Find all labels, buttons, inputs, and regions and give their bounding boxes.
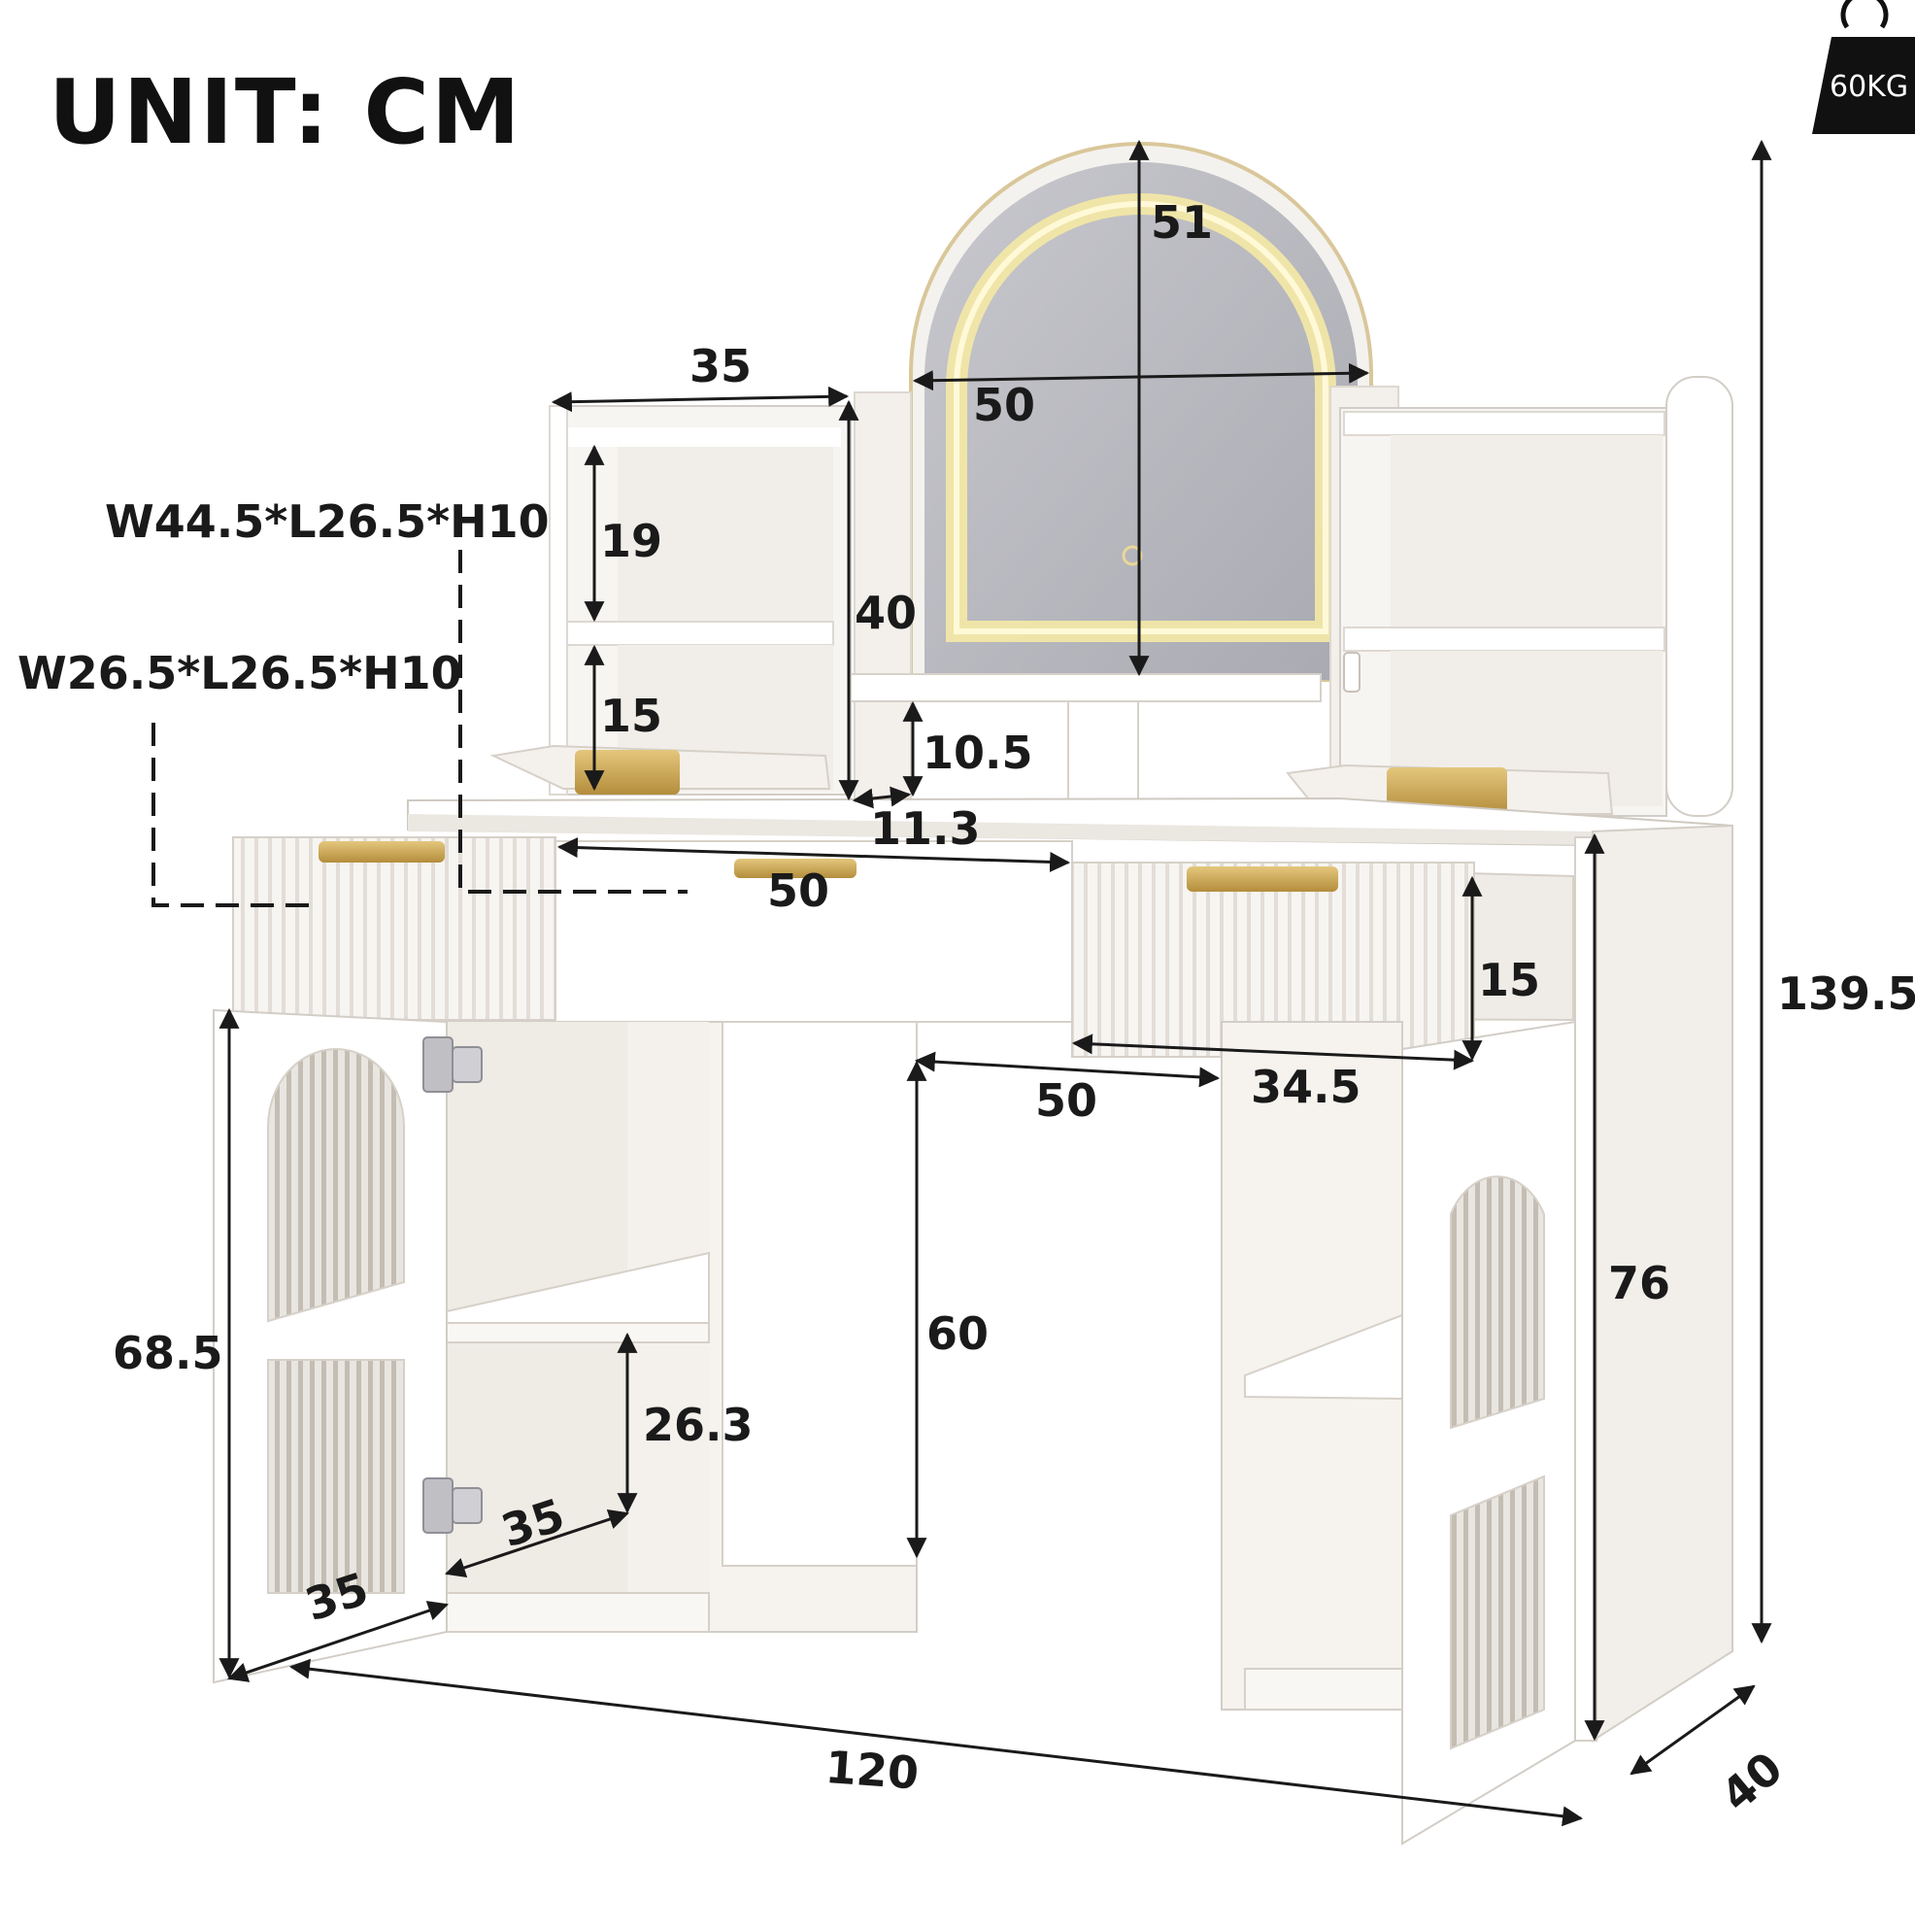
dim-knee-width: 50	[1035, 1074, 1098, 1127]
dim-cabinet-shelf-height: 26.3	[643, 1399, 754, 1451]
left-hutch	[489, 405, 852, 796]
dim-knee-height: 60	[926, 1307, 990, 1360]
dim-hutch-shelf-lower: 15	[600, 690, 663, 742]
dim-hutch-height: 40	[855, 587, 918, 639]
left-cabinet	[446, 1021, 918, 1633]
weight-label: 60KG	[1830, 70, 1909, 104]
dim-center-cubby-width: 11.3	[870, 802, 981, 855]
dimension-lines	[218, 139, 1772, 1827]
dim-mirror-height: 51	[1151, 196, 1214, 249]
dim-hutch-width: 35	[689, 340, 753, 392]
dim-hutch-shelf-upper: 19	[600, 515, 663, 567]
right-drawer-open	[1071, 861, 1574, 1058]
dim-mirror-width: 50	[973, 379, 1036, 431]
unit-title: UNIT: CM	[49, 60, 522, 164]
dim-total-height: 139.5	[1777, 967, 1915, 1020]
dim-center-cubby-height: 10.5	[923, 727, 1033, 779]
dim-desk-height: 76	[1608, 1257, 1671, 1309]
right-hutch	[1286, 376, 1733, 817]
right-cabinet	[1221, 1021, 1403, 1711]
dim-cabinet-height: 68.5	[113, 1327, 223, 1379]
spec-drawer-large: W44.5*L26.5*H10	[105, 495, 550, 548]
spec-drawer-small: W26.5*L26.5*H10	[17, 647, 462, 699]
dim-center-drawer-width: 50	[767, 864, 830, 917]
weight-bag-icon	[1812, 0, 1915, 134]
left-drawer	[232, 836, 556, 1021]
dim-total-width: 120	[823, 1741, 921, 1800]
dim-right-drawer-width: 34.5	[1251, 1061, 1361, 1113]
right-cabinet-door	[1401, 1020, 1576, 1846]
dim-right-drawer-height: 15	[1478, 954, 1541, 1006]
dashed-leaders	[151, 550, 688, 907]
